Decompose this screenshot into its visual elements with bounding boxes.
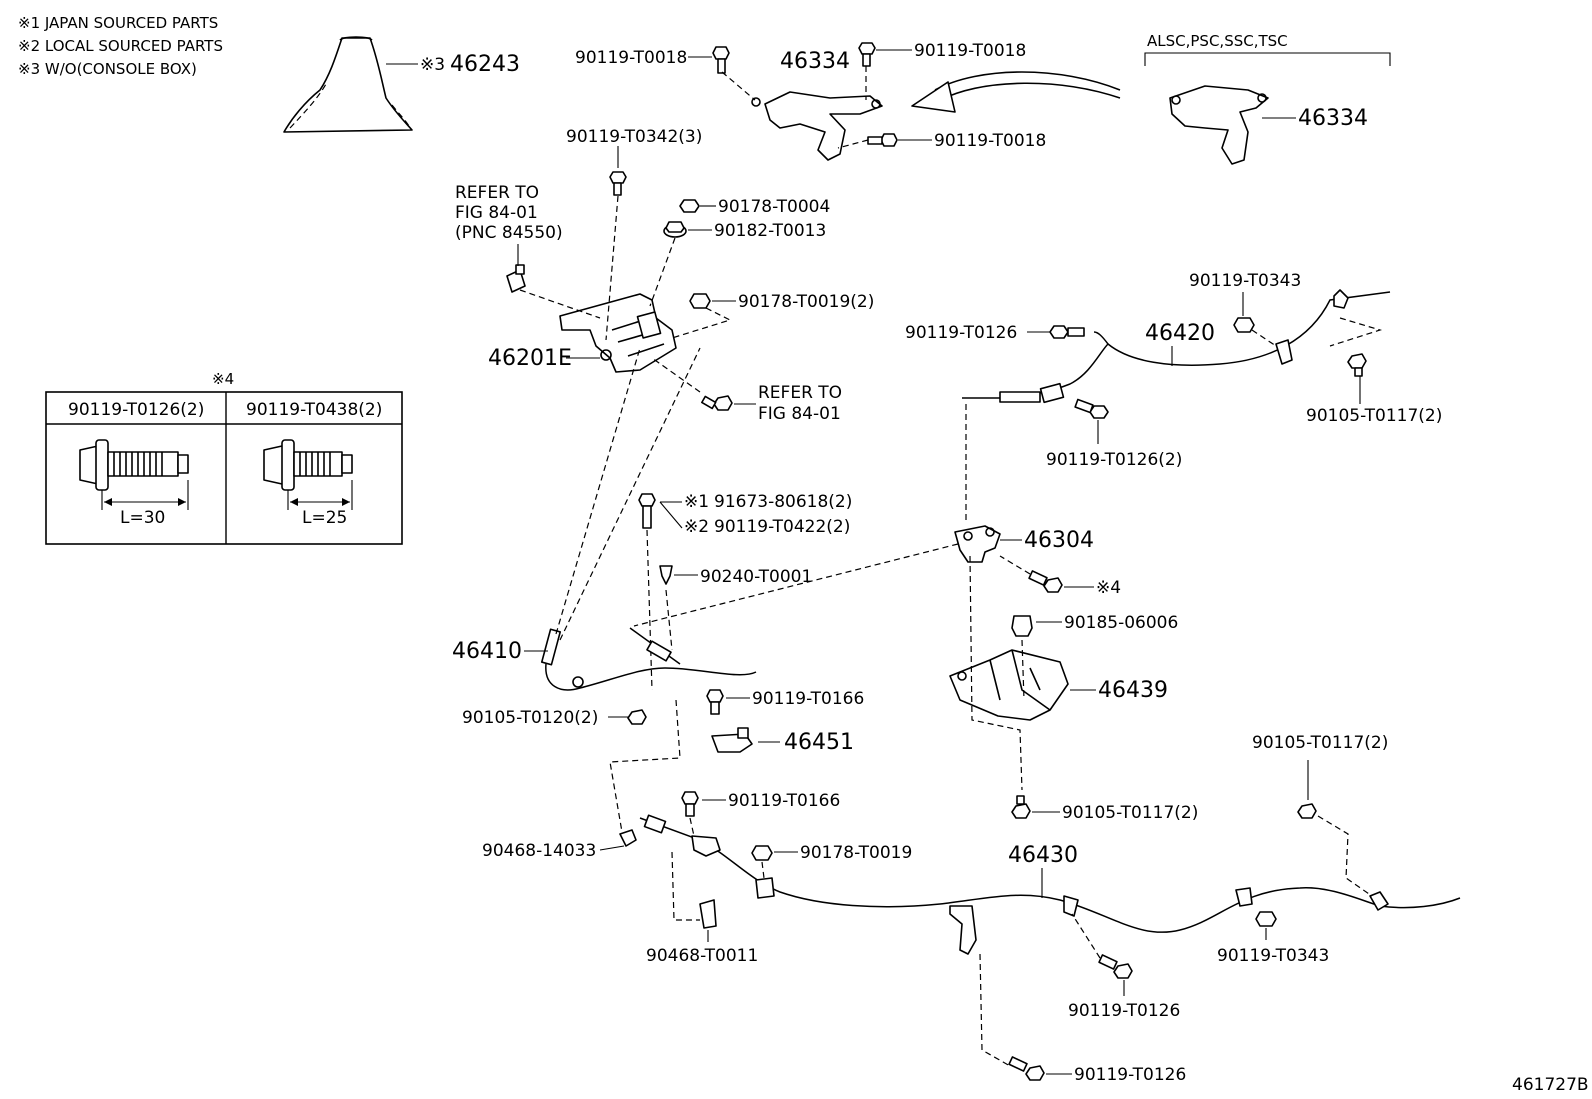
flange-bolt-icon (79, 439, 189, 491)
bolt-icon[interactable] (867, 133, 898, 147)
bolt-label-90119-T0126-c: 90119-T0126 (1074, 1065, 1186, 1085)
nut-icon[interactable] (1011, 615, 1033, 637)
nut-label-90182-T0013: 90182-T0013 (714, 221, 826, 241)
refer-label-1-line1: REFER TO (455, 183, 539, 203)
bolt-label-90119-T0342: 90119-T0342(3) (566, 127, 702, 147)
bolt-icon[interactable] (638, 493, 656, 529)
bolt-icon[interactable] (1011, 795, 1031, 819)
bolt-label-90119-T0166-a: 90119-T0166 (752, 689, 864, 709)
nut-icon[interactable] (679, 199, 700, 213)
bolt-label-90119-T0018-a: 90119-T0018 (575, 48, 687, 68)
drawing-number: 461727B (1512, 1075, 1589, 1095)
cable-46410[interactable] (540, 627, 757, 691)
heat-insulator-46439[interactable] (949, 649, 1069, 721)
part-label-46304: 46304 (1024, 528, 1094, 553)
mark-2: ※2 (684, 517, 709, 537)
inset-mark: ※4 (212, 370, 234, 388)
clip-icon[interactable] (699, 899, 717, 929)
bolt-label-90119-T0018-c: 90119-T0018 (934, 131, 1046, 151)
bolt-icon[interactable] (1049, 325, 1085, 339)
refer-label-1-line3: (PNC 84550) (455, 223, 563, 243)
nut-label-90178-T0019: 90178-T0019 (800, 843, 912, 863)
clip-label-90468-T0011: 90468-T0011 (646, 946, 758, 966)
inset-col1-header: 90119-T0126(2) (68, 400, 204, 420)
bolt-icon[interactable] (609, 171, 627, 196)
part-label-46451: 46451 (784, 730, 854, 755)
bolt-label-90105-T0117-c: 90105-T0117(2) (1252, 733, 1388, 753)
bolt-label-90119-T0343-b: 90119-T0343 (1217, 946, 1329, 966)
bolt-icon[interactable] (1297, 803, 1317, 819)
bolt-label-90119-T0166-b: 90119-T0166 (728, 791, 840, 811)
bolt-icon[interactable] (1347, 353, 1367, 377)
bracket-46334[interactable] (751, 91, 883, 161)
part-label-46334-a: 46334 (780, 49, 850, 74)
bolt-icon[interactable] (1074, 398, 1109, 419)
bolt-label-90119-T0422: 90119-T0422(2) (714, 517, 850, 537)
refer-label-2-line2: FIG 84-01 (758, 404, 841, 424)
part-label-46439: 46439 (1098, 678, 1168, 703)
mark-1: ※1 (684, 492, 709, 512)
nut-icon[interactable] (1255, 911, 1277, 927)
legend-note-local-sourced: ※2 LOCAL SOURCED PARTS (18, 37, 223, 55)
bolt-label-90119-T0126-2: 90119-T0126(2) (1046, 450, 1182, 470)
nut-label-90178-T0004: 90178-T0004 (718, 197, 830, 217)
bolt-icon[interactable] (1098, 954, 1133, 979)
bolt-label-90119-T0018-b: 90119-T0018 (914, 41, 1026, 61)
part-label-46420: 46420 (1145, 321, 1215, 346)
clip-icon[interactable] (659, 565, 673, 585)
bolt-label-90105-T0120: 90105-T0120(2) (462, 708, 598, 728)
parking-brake-lever-46201E[interactable] (559, 293, 677, 373)
cable-46420[interactable] (962, 289, 1391, 404)
legend-note-japan-sourced: ※1 JAPAN SOURCED PARTS (18, 14, 218, 32)
nut-icon[interactable] (1233, 317, 1255, 333)
washer-nut-icon[interactable] (663, 221, 687, 238)
cable-46430[interactable] (639, 814, 1461, 955)
flange-bolt-icon (263, 439, 353, 491)
bolt-icon[interactable] (858, 42, 876, 67)
refer-label-1-line2: FIG 84-01 (455, 203, 538, 223)
part-label-46410: 46410 (452, 639, 522, 664)
nut-label-90185-06006: 90185-06006 (1064, 613, 1178, 633)
bolt-icon[interactable] (706, 689, 724, 715)
nut-icon[interactable] (751, 845, 773, 861)
bolt-label-91673-80618: 91673-80618(2) (714, 492, 852, 512)
part-label-46430: 46430 (1008, 843, 1078, 868)
bolt-icon[interactable] (1008, 1056, 1045, 1081)
nut-icon[interactable] (689, 293, 711, 309)
inset-col2-length: L=25 (302, 508, 347, 528)
bracket-46334-variant[interactable] (1169, 85, 1269, 165)
inset-col2-header: 90119-T0438(2) (246, 400, 382, 420)
bolt-label-90119-T0343-a: 90119-T0343 (1189, 271, 1301, 291)
clip-label-90468-14033: 90468-14033 (482, 841, 596, 861)
clamp-46451[interactable] (711, 727, 753, 753)
bolt-icon[interactable] (627, 709, 647, 725)
bolt-label-90119-T0126-a: 90119-T0126 (905, 323, 1017, 343)
clip-icon[interactable] (619, 829, 637, 847)
bolt-icon[interactable] (712, 46, 730, 74)
clip-label-90240-T0001: 90240-T0001 (700, 567, 812, 587)
refer-label-2-line1: REFER TO (758, 383, 842, 403)
boot-mark: ※3 (420, 55, 445, 75)
equalizer-46304[interactable] (954, 525, 1001, 563)
bolt-label-90105-T0117-a: 90105-T0117(2) (1306, 406, 1442, 426)
bolt-label-90105-T0117-b: 90105-T0117(2) (1062, 803, 1198, 823)
bolt-mark-4: ※4 (1096, 578, 1121, 598)
part-label-46201E: 46201E (488, 346, 572, 371)
bracket-icon[interactable] (506, 264, 526, 293)
inset-col1-length: L=30 (120, 508, 165, 528)
bolt-icon[interactable] (1028, 570, 1063, 593)
shift-boot-46243[interactable] (283, 36, 413, 133)
bolt-label-90119-T0126-b: 90119-T0126 (1068, 1001, 1180, 1021)
part-label-46243: 46243 (450, 52, 520, 77)
variant-label: ALSC,PSC,SSC,TSC (1147, 32, 1288, 50)
part-label-46334-b: 46334 (1298, 106, 1368, 131)
legend-note-without-console-box: ※3 W/O(CONSOLE BOX) (18, 60, 197, 78)
arrow-icon (911, 71, 1121, 113)
bolt-icon[interactable] (681, 791, 699, 817)
bolt-icon[interactable] (701, 395, 733, 411)
nut-label-90178-T0019-2: 90178-T0019(2) (738, 292, 874, 312)
